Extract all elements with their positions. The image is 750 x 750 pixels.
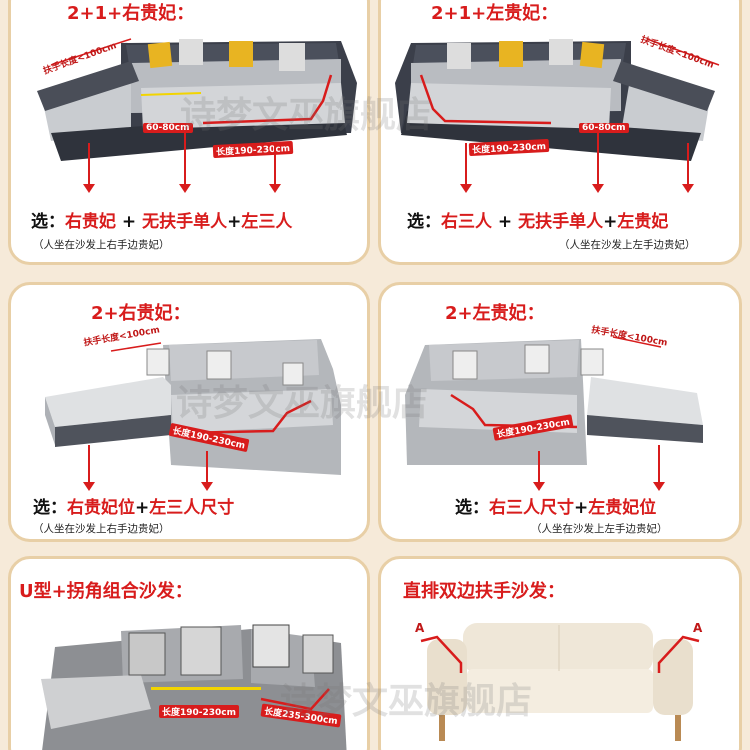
selection-line: 选：右三人 + 无扶手单人+左贵妃 [407,212,669,232]
chaise-dimension-label: 60-80cm [143,123,193,133]
arrow-icon [83,445,95,491]
l-shape-sofa-image [37,38,357,161]
panel-title: 2+左贵妃： [445,303,545,324]
arrow-icon [592,133,604,193]
panel-right-chaise-2: 2+右贵妃： 扶手长度<100cm 长度190-230cm 选：右贵妃位+左三人… [8,282,370,542]
selection-note: （人坐在沙发上左手边贵妃） [531,523,668,535]
selection-line: 选：右贵妃 + 无扶手单人+左三人 [31,212,293,232]
selection-line: 选：右三人尺寸+左贵妃位 [455,498,657,518]
selection-note: （人坐在沙发上右手边贵妃） [33,239,170,251]
panel-u-shape-sofa: U型+拐角组合沙发： 长度190-230cm 长度235-300cm [8,556,370,750]
panel-right-chaise-2-1: 2+1+右贵妃： 扶手长度<100cm 60-80cm 长度190-230cm … [8,0,370,265]
arrow-icon [682,143,694,193]
length-dimension-label: 长度190-230cm [159,705,240,718]
panel-left-chaise-2-1: 2+1+左贵妃： 扶手长度<100cm 60-80cm 长度190-230cm … [378,0,742,265]
arrow-icon [179,133,191,193]
panel-straight-sofa: 直排双边扶手沙发： A A [378,556,742,750]
arrow-icon [653,445,665,491]
selection-note: （人坐在沙发上左手边贵妃） [559,239,696,251]
chaise-dimension-label: 60-80cm [579,123,629,133]
arrow-icon [460,143,472,193]
straight-sofa-image [420,623,700,741]
panel-title: 直排双边扶手沙发： [403,581,565,602]
selection-line: 选：右贵妃位+左三人尺寸 [33,498,235,518]
marker-a-right: A [693,621,703,635]
panel-title: 2+1+左贵妃： [431,3,559,24]
panel-title: 2+1+右贵妃： [67,3,195,24]
arrow-icon [269,143,281,193]
arrow-icon [83,143,95,193]
panel-title: 2+右贵妃： [91,303,191,324]
panel-left-chaise-2: 2+左贵妃： 扶手长度<100cm 长度190-230cm 选：右三人尺寸+左贵… [378,282,742,542]
arrow-icon [533,451,545,491]
l-shape-sofa-image [45,339,341,475]
l-shape-sofa-image [395,38,720,161]
panel-title: U型+拐角组合沙发： [19,581,193,602]
selection-note: （人坐在沙发上右手边贵妃） [33,523,170,535]
marker-a-left: A [415,621,425,635]
u-shape-sofa-image [41,624,347,750]
arrow-icon [201,451,213,491]
